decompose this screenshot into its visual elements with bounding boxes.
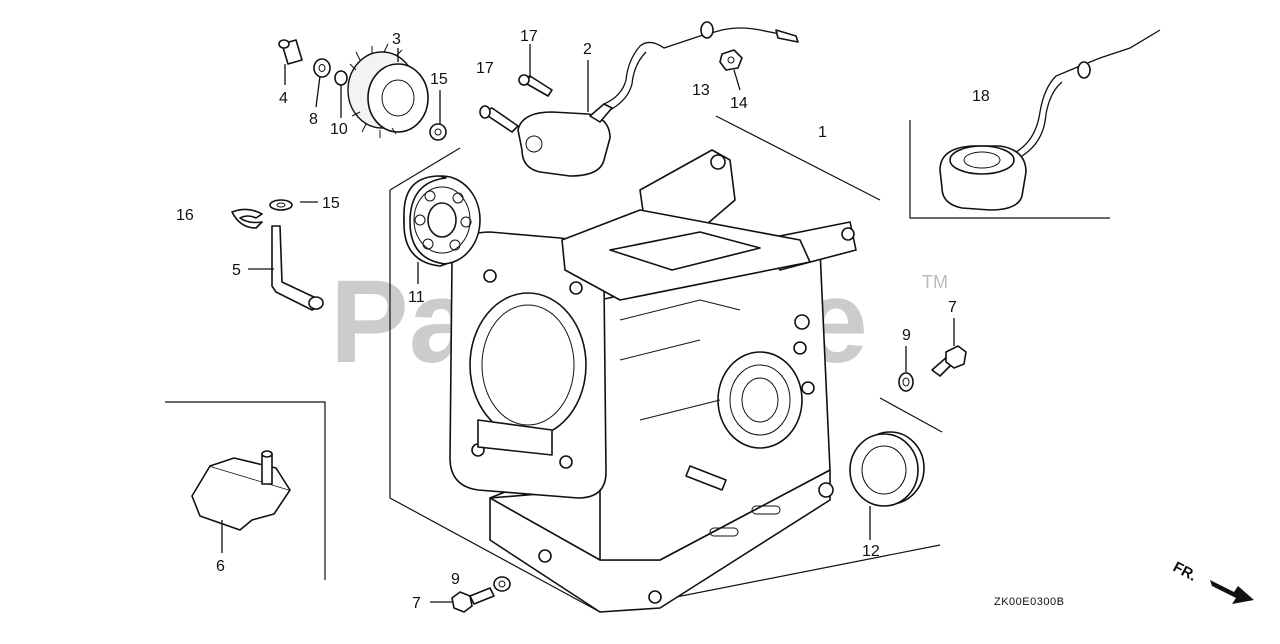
bolt-7-right[interactable] — [931, 345, 967, 377]
callout-12: 12 — [862, 543, 880, 560]
callout-13: 13 — [692, 82, 710, 99]
washer-9-right[interactable] — [898, 372, 914, 392]
callout-2: 2 — [583, 41, 592, 58]
callout-10: 10 — [330, 121, 348, 138]
washer-8[interactable] — [313, 58, 331, 78]
front-label: FR. — [1170, 559, 1199, 585]
ball-bearing[interactable] — [403, 175, 481, 267]
callout-4: 4 — [279, 90, 288, 107]
callout-1: 1 — [818, 124, 827, 141]
bolt-17-lower[interactable] — [479, 105, 519, 133]
callout-8: 8 — [309, 111, 318, 128]
callouts: 1 2 3 4 5 6 7 7 8 9 9 10 11 12 13 14 15 … — [176, 28, 990, 612]
callout-9-bottom: 9 — [451, 571, 460, 588]
clip-16[interactable] — [231, 208, 263, 229]
bolt-7-bottom[interactable] — [451, 587, 495, 613]
callout-18: 18 — [972, 88, 990, 105]
callout-9-right: 9 — [902, 327, 911, 344]
callout-14: 14 — [730, 95, 748, 112]
part-18-frame — [909, 120, 1110, 219]
watermark-tm: TM — [922, 272, 948, 292]
callout-7-bottom: 7 — [412, 595, 421, 612]
washer-15-top[interactable] — [429, 123, 447, 141]
oil-seal[interactable] — [849, 431, 925, 507]
diagram-code: ZK00E0300B — [994, 596, 1064, 608]
oil-level-switch[interactable] — [517, 21, 799, 177]
callout-11: 11 — [408, 289, 425, 306]
governor-arm[interactable] — [271, 225, 324, 311]
leader-lines — [221, 44, 955, 603]
governor-gear[interactable] — [347, 43, 429, 138]
arrow-icon — [1210, 580, 1254, 604]
crankcase[interactable] — [449, 149, 857, 613]
part-6-frame — [165, 401, 326, 580]
callout-16: 16 — [176, 207, 194, 224]
washer-15-mid[interactable] — [269, 199, 293, 211]
nut-14[interactable] — [719, 49, 743, 71]
callout-17-upper: 17 — [520, 28, 538, 45]
pin-4[interactable] — [278, 39, 303, 65]
clip-10[interactable] — [334, 70, 348, 86]
bracket[interactable] — [191, 450, 291, 531]
callout-15-top: 15 — [430, 71, 448, 88]
callout-3: 3 — [392, 31, 401, 48]
callout-15-mid: 15 — [322, 195, 340, 212]
oil-alert-unit[interactable] — [939, 29, 1161, 211]
callout-7-right: 7 — [948, 299, 957, 316]
assembly-frame — [389, 115, 943, 613]
callout-5: 5 — [232, 262, 241, 279]
callout-17-lower: 17 — [476, 60, 494, 77]
callout-6: 6 — [216, 558, 225, 575]
front-direction-indicator: FR. — [1170, 559, 1254, 604]
bolt-17-upper[interactable] — [518, 74, 553, 97]
washer-9-bottom[interactable] — [493, 576, 511, 592]
